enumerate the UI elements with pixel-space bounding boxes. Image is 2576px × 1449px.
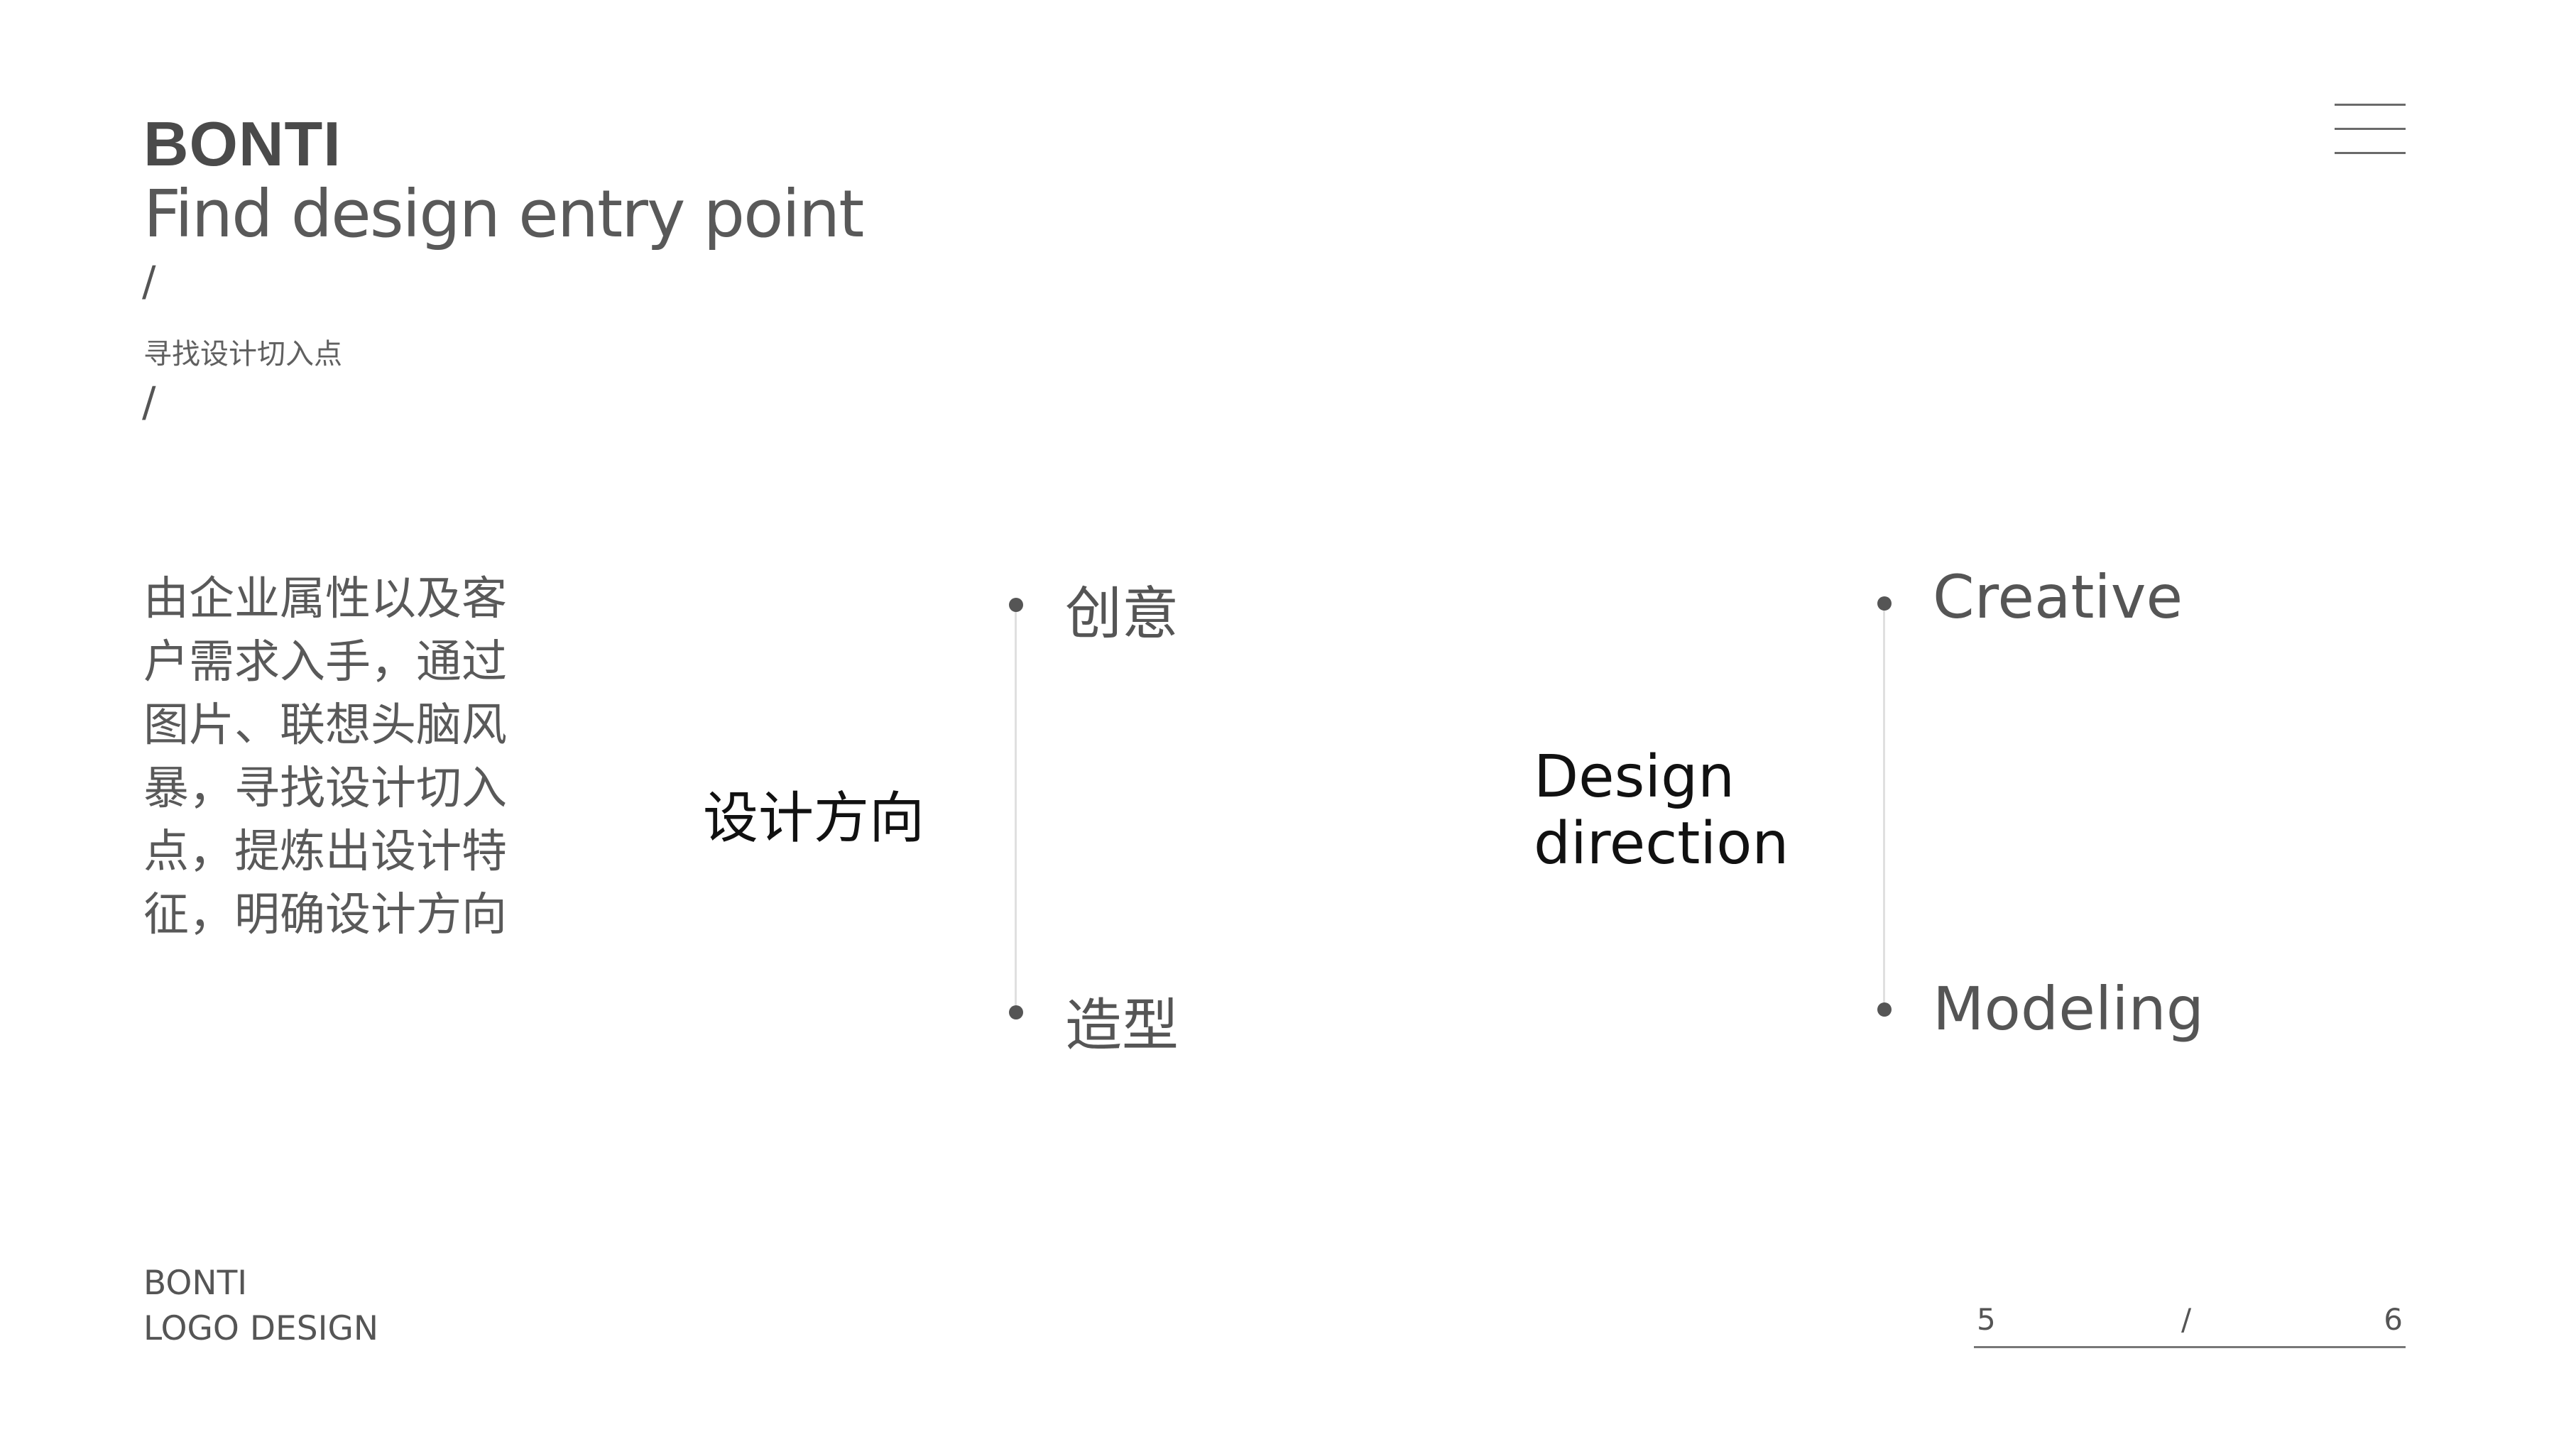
bullet-dot-icon (1009, 598, 1023, 612)
menu-bar-bottom (2335, 152, 2406, 154)
menu-bar-middle (2335, 128, 2406, 130)
menu-bar-top (2335, 104, 2406, 106)
page-subtitle-cn: 寻找设计切入点 (143, 338, 342, 371)
hamburger-menu-icon[interactable] (2335, 104, 2406, 158)
direction-item-en-creative: Creative (1933, 562, 2183, 632)
design-direction-label-en: Design direction (1534, 744, 1789, 877)
timeline-line-cn (1015, 605, 1017, 1010)
page-current-number: 5 (1977, 1302, 1996, 1337)
page-separator: / (2181, 1302, 2192, 1337)
design-direction-label-en-line2: direction (1534, 810, 1789, 877)
description-paragraph: 由企业属性以及客户需求入手，通过图片、联想头脑风暴，寻找设计切入点，提炼出设计特… (143, 573, 507, 941)
bullet-dot-icon (1877, 596, 1892, 611)
bullet-dot-icon (1877, 1002, 1892, 1017)
design-direction-label-cn: 设计方向 (703, 787, 925, 851)
direction-item-cn-modeling: 造型 (1065, 993, 1179, 1059)
brand-title: BONTI (143, 109, 342, 179)
direction-item-cn-creative: 创意 (1065, 581, 1179, 647)
timeline-line-en (1883, 605, 1885, 1010)
footer-brand-line1: BONTI (143, 1264, 248, 1303)
page-subtitle-en: Find design entry point (143, 176, 864, 252)
slash-divider-top: / (142, 257, 156, 305)
direction-item-en-modeling: Modeling (1933, 974, 2205, 1044)
bullet-dot-icon (1009, 1005, 1023, 1019)
page-indicator: 5 / 6 (1974, 1301, 2406, 1348)
page-total-number: 6 (2384, 1302, 2403, 1337)
design-direction-label-en-line1: Design (1534, 743, 1735, 811)
footer-brand: BONTI LOGO DESIGN (143, 1261, 378, 1352)
slash-divider-bottom: / (142, 378, 156, 426)
footer-brand-line2: LOGO DESIGN (143, 1309, 379, 1348)
